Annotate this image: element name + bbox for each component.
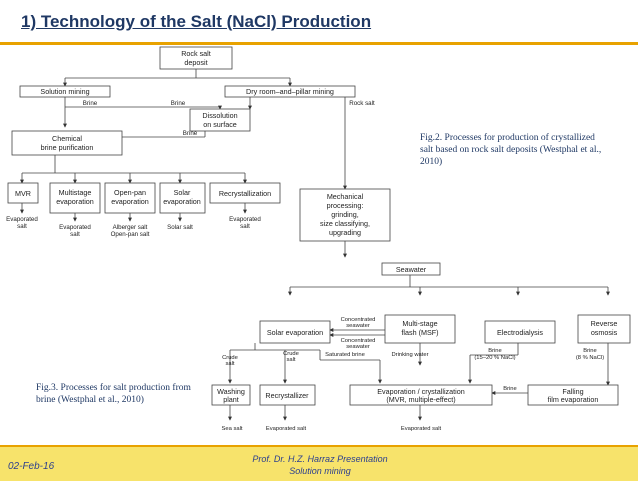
box-electrodialysis	[484, 320, 556, 344]
lbl-brine-ro-b: (8 % NaCl)	[576, 355, 604, 361]
txt-openpan-2: evaporation	[111, 197, 149, 206]
txt-chemical-1: Chemical	[52, 134, 82, 143]
txt-washing-2: plant	[223, 395, 239, 404]
txt-mechanical-2: processing:	[327, 201, 364, 210]
txt-seawater: Seawater	[396, 265, 427, 274]
footer-topic: Solution mining	[289, 466, 351, 476]
txt-msf-1: Multi-stage	[402, 319, 437, 328]
lbl-brine-ed-b: (15–20 % NaCl)	[474, 355, 515, 361]
lbl-brine-ed-a: Brine	[488, 348, 502, 354]
box-rock-salt-deposit	[159, 46, 233, 70]
out-openpan-2: Open-pan salt	[111, 231, 150, 238]
lbl-crude-1b: salt	[225, 361, 234, 367]
txt-mechanical-5: upgrading	[329, 228, 361, 237]
txt-openpan-1: Open-pan	[114, 188, 146, 197]
lbl-crude-1a: Crude	[222, 355, 238, 361]
box-mvr	[7, 182, 39, 204]
title-underline-rule	[0, 42, 638, 45]
txt-reverse-2: osmosis	[591, 328, 618, 337]
txt-deposit: deposit	[184, 58, 207, 67]
box-seawater	[381, 262, 441, 276]
txt-falling-2: film evaporation	[548, 395, 599, 404]
out-multi-1: Evaporated	[59, 224, 91, 231]
box-solar-evaporation-2	[259, 320, 331, 344]
box-dissolution-on-surface	[189, 108, 251, 132]
txt-solar-evap: Solar evaporation	[267, 328, 323, 337]
txt-evapcryst-1: Evaporation / crystallization	[377, 387, 465, 396]
txt-dissolution-2: on surface	[203, 120, 237, 129]
box-multistage-evaporation	[49, 182, 101, 214]
txt-washing-1: Washing	[217, 387, 245, 396]
footer-presenter: Prof. Dr. H.Z. Harraz Presentation	[252, 454, 388, 464]
out-recryst-1: Evaporated	[229, 216, 261, 223]
out-recryst-2: salt	[240, 223, 250, 230]
box-recrystallization	[209, 182, 281, 204]
lbl-brine-3: Brine	[183, 130, 198, 137]
out-solar: Solar salt	[167, 224, 193, 231]
fig3-caption: Fig.3. Processes for salt production fro…	[36, 383, 191, 405]
box-msf	[384, 314, 456, 344]
lbl-concentrated-1a: Concentrated	[341, 317, 376, 323]
lbl-evaporated-salt-2: Evaporated salt	[401, 426, 442, 432]
footer-date: 02-Feb-16	[8, 461, 55, 472]
lbl-evaporated-salt-1: Evaporated salt	[266, 426, 307, 432]
txt-recrystallization: Recrystallization	[219, 189, 271, 198]
txt-dry-room: Dry room–and–pillar mining	[246, 87, 334, 96]
box-open-pan-evaporation	[104, 182, 156, 214]
lbl-saturated-brine: Saturated brine	[325, 352, 365, 358]
lbl-crude-2a: Crude	[283, 351, 299, 357]
lbl-brine-2: Brine	[171, 100, 186, 107]
lbl-drinking-water: Drinking water	[391, 352, 428, 358]
box-reverse-osmosis	[577, 314, 631, 344]
txt-mechanical-3: grinding,	[331, 210, 359, 219]
txt-mechanical-1: Mechanical	[327, 192, 364, 201]
lbl-concentrated-2a: Concentrated	[341, 338, 376, 344]
txt-recrystallizer: Recrystallizer	[265, 391, 309, 400]
box-solution-mining	[19, 85, 111, 98]
txt-rock-salt: Rock salt	[181, 49, 211, 58]
out-mvr-1: Evaporated	[6, 216, 38, 223]
slide-title: 1) Technology of the Salt (NaCl) Product…	[21, 12, 372, 31]
lbl-brine-ro-a: Brine	[583, 348, 597, 354]
txt-msf-2: flash (MSF)	[401, 328, 438, 337]
txt-solar-1: Solar	[174, 188, 191, 197]
txt-mechanical-4: size classifying,	[320, 219, 370, 228]
fig2-flowchart: Rock salt deposit Solution mining Dry ro…	[6, 46, 391, 258]
box-evaporation-crystallization	[349, 384, 493, 406]
box-dry-room-pillar-mining	[224, 85, 356, 98]
lbl-rock-salt: Rock salt	[349, 100, 375, 107]
txt-chemical-2: brine purification	[41, 143, 94, 152]
txt-evapcryst-2: (MVR, multiple-effect)	[386, 395, 455, 404]
txt-electrodialysis: Electrodialysis	[497, 328, 543, 337]
txt-reverse-1: Reverse	[591, 319, 618, 328]
footer-center: Prof. Dr. H.Z. Harraz Presentation Solut…	[200, 453, 440, 477]
box-solar-evaporation	[159, 182, 206, 214]
txt-multistage-1: Multistage	[59, 188, 92, 197]
lbl-brine-1: Brine	[83, 100, 98, 107]
out-mvr-2: salt	[17, 223, 27, 230]
box-falling-film	[527, 384, 619, 406]
lbl-crude-2b: salt	[286, 357, 295, 363]
footer-bar: 02-Feb-16 Prof. Dr. H.Z. Harraz Presenta…	[0, 445, 638, 481]
lbl-sea-salt: Sea salt	[222, 426, 243, 432]
lbl-concentrated-1b: seawater	[346, 323, 370, 329]
txt-solar-2: evaporation	[163, 197, 201, 206]
txt-multistage-2: evaporation	[56, 197, 94, 206]
box-mechanical-processing	[299, 188, 391, 242]
fig3-flowchart: Seawater Solar evaporation Multi-stage f…	[211, 262, 631, 432]
txt-falling-1: Falling	[562, 387, 583, 396]
txt-dissolution-1: Dissolution	[202, 111, 237, 120]
box-washing-plant	[211, 384, 251, 406]
lbl-concentrated-2b: seawater	[346, 344, 370, 350]
fig2-caption: Fig.2. Processes for production of cryst…	[420, 133, 602, 167]
box-recrystallizer	[259, 384, 316, 406]
txt-mvr: MVR	[15, 189, 31, 198]
box-chemical-brine-purification	[11, 130, 123, 156]
lbl-brine-mid: Brine	[503, 386, 517, 392]
out-openpan-1: Alberger salt	[113, 224, 148, 231]
out-multi-2: salt	[70, 231, 80, 238]
txt-solution-mining: Solution mining	[40, 87, 89, 96]
